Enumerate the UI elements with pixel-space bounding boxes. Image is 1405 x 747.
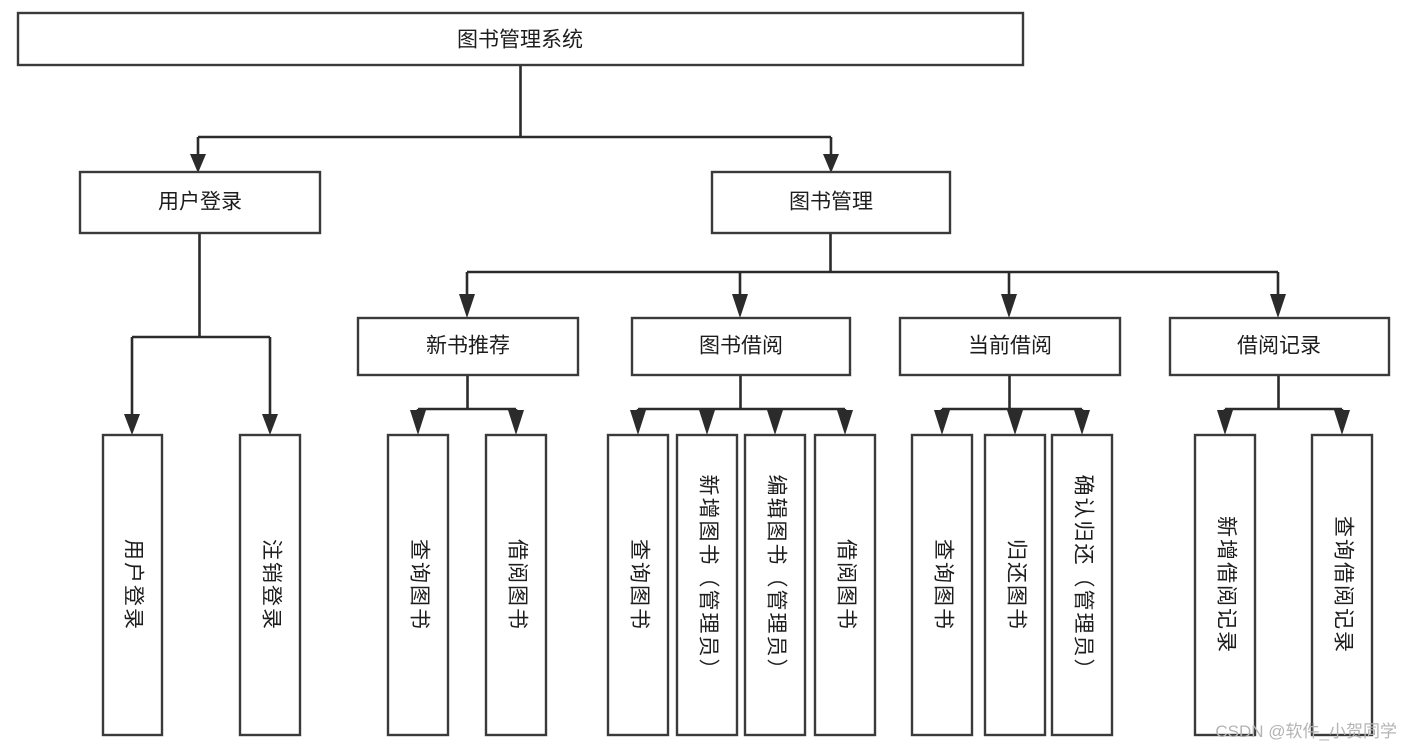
leaf-return-book-box[interactable] <box>983 433 1047 737</box>
connector-layer <box>124 65 1350 435</box>
node-borrow-record[interactable]: 借阅记录 <box>1168 316 1391 377</box>
node-leaf-confirm-return[interactable]: 确认归还（管理员） <box>1050 433 1114 737</box>
book-borrow-box[interactable] <box>630 316 852 377</box>
user-login-box[interactable] <box>78 170 322 235</box>
node-leaf-borrow-book-1[interactable]: 借阅图书 <box>484 433 548 737</box>
csdn-watermark: CSDN @软件_小贺同学 <box>1215 722 1397 741</box>
arrow-to-book-borrow <box>732 294 748 318</box>
node-leaf-user-login[interactable]: 用户登录 <box>101 433 164 737</box>
arrow-to-leaf-confirm-return <box>1074 410 1090 435</box>
node-leaf-logout[interactable]: 注销登录 <box>238 433 302 737</box>
leaf-query-book-3-label: 查询图书 <box>931 539 954 631</box>
arrow-to-new-book-recommend <box>459 294 475 318</box>
leaf-logout-label: 注销登录 <box>259 539 282 631</box>
node-leaf-query-book-2[interactable]: 查询图书 <box>606 433 670 737</box>
leaf-add-record-box[interactable] <box>1193 433 1257 737</box>
leaf-add-book-box[interactable] <box>675 433 739 737</box>
root-label: 图书管理系统 <box>457 29 583 52</box>
node-current-borrow[interactable]: 当前借阅 <box>898 316 1122 377</box>
arrow-to-leaf-query-record <box>1334 410 1350 435</box>
arrow-to-leaf-user-login <box>124 414 140 435</box>
arrow-to-leaf-query-book-1 <box>410 410 426 435</box>
node-user-login[interactable]: 用户登录 <box>78 170 322 235</box>
leaf-confirm-return-box[interactable] <box>1050 433 1114 737</box>
current-borrow-box[interactable] <box>898 316 1122 377</box>
leaf-query-book-1-label: 查询图书 <box>407 539 430 631</box>
leaf-user-login-box[interactable] <box>101 433 164 737</box>
book-management-box[interactable] <box>710 170 952 235</box>
node-leaf-query-book-1[interactable]: 查询图书 <box>386 433 450 737</box>
current-borrow-label: 当前借阅 <box>968 335 1052 358</box>
leaf-borrow-book-2-box[interactable] <box>813 433 877 737</box>
leaf-query-record-box[interactable] <box>1310 433 1374 737</box>
new-book-recommend-label: 新书推荐 <box>426 335 510 358</box>
leaf-user-login-label: 用户登录 <box>121 539 144 631</box>
arrow-to-leaf-borrow-book-2 <box>837 410 853 435</box>
node-leaf-borrow-book-2[interactable]: 借阅图书 <box>813 433 877 737</box>
leaf-logout-box[interactable] <box>238 433 302 737</box>
leaf-query-record-label: 查询借阅记录 <box>1331 516 1354 654</box>
arrow-to-leaf-query-book-3 <box>934 410 950 435</box>
leaf-borrow-book-1-label: 借阅图书 <box>505 539 528 631</box>
arrow-to-leaf-add-book <box>699 410 715 435</box>
node-leaf-add-book[interactable]: 新增图书（管理员） <box>675 433 739 737</box>
arrow-to-leaf-add-record <box>1217 410 1233 435</box>
node-root[interactable]: 图书管理系统 <box>16 11 1025 67</box>
leaf-edit-book-box[interactable] <box>743 433 807 737</box>
arrow-to-leaf-return-book <box>1007 410 1023 435</box>
node-book-borrow[interactable]: 图书借阅 <box>630 316 852 377</box>
node-new-book-recommend[interactable]: 新书推荐 <box>356 316 580 377</box>
new-book-recommend-box[interactable] <box>356 316 580 377</box>
leaf-confirm-return-label: 确认归还（管理员） <box>1071 475 1094 682</box>
node-book-management[interactable]: 图书管理 <box>710 170 952 235</box>
book-borrow-label: 图书借阅 <box>699 335 783 358</box>
arrow-to-book-management <box>823 154 839 173</box>
node-leaf-query-book-3[interactable]: 查询图书 <box>910 433 974 737</box>
leaf-add-book-label: 新增图书（管理员） <box>696 475 719 682</box>
arrow-to-current-borrow <box>1001 294 1017 318</box>
borrow-record-box[interactable] <box>1168 316 1391 377</box>
node-leaf-return-book[interactable]: 归还图书 <box>983 433 1047 737</box>
arrow-to-leaf-borrow-book-1 <box>508 410 524 435</box>
leaf-borrow-book-2-label: 借阅图书 <box>834 539 857 631</box>
leaf-query-book-3-box[interactable] <box>910 433 974 737</box>
leaf-query-book-2-label: 查询图书 <box>627 539 650 631</box>
arrow-to-leaf-logout <box>262 414 278 435</box>
book-management-label: 图书管理 <box>789 191 873 214</box>
leaf-query-book-1-box[interactable] <box>386 433 450 737</box>
leaf-query-book-2-box[interactable] <box>606 433 670 737</box>
leaf-borrow-book-1-box[interactable] <box>484 433 548 737</box>
leaf-add-record-label: 新增借阅记录 <box>1214 516 1237 654</box>
user-login-label: 用户登录 <box>158 191 242 214</box>
arrow-to-user-login <box>190 154 206 173</box>
borrow-record-label: 借阅记录 <box>1237 335 1321 358</box>
leaf-edit-book-label: 编辑图书（管理员） <box>764 475 787 682</box>
arrow-to-leaf-edit-book <box>767 410 783 435</box>
leaf-return-book-label: 归还图书 <box>1004 539 1027 631</box>
arrow-to-borrow-record <box>1270 294 1286 318</box>
node-leaf-add-record[interactable]: 新增借阅记录 <box>1193 433 1257 737</box>
arrow-to-leaf-query-book-2 <box>630 410 646 435</box>
root-box[interactable] <box>16 11 1025 67</box>
node-leaf-query-record[interactable]: 查询借阅记录 <box>1310 433 1374 737</box>
node-leaf-edit-book[interactable]: 编辑图书（管理员） <box>743 433 807 737</box>
